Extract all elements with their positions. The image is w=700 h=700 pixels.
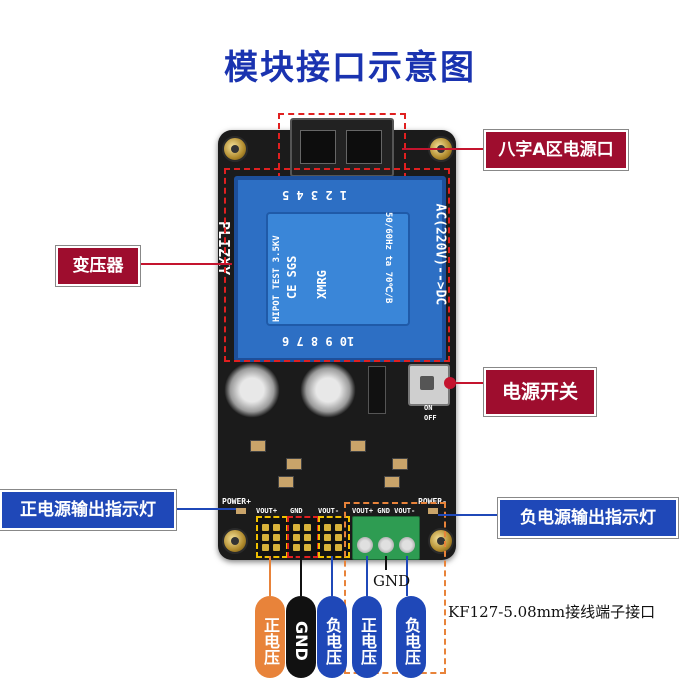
rectifier: [368, 366, 386, 414]
header-vout-pos-label: VOUT+: [256, 507, 278, 515]
mount-screw-bottom-right: [428, 528, 454, 554]
smd-chip: [384, 476, 400, 488]
terminal-label-positive: 正电压: [352, 596, 382, 678]
screw-terminal-block: [352, 516, 420, 560]
callout-power-port: 八字A区电源口: [484, 130, 628, 170]
smd-chip: [392, 458, 408, 470]
terminal-label-negative: 负电压: [396, 596, 426, 678]
switch-on-label: ON: [424, 404, 433, 412]
terminal-type-label: KF127-5.08mm接线端子接口: [448, 603, 656, 621]
callout-pos-indicator: 正电源输出指示灯: [0, 490, 176, 530]
mount-screw-top-left: [222, 136, 248, 162]
terminal-highlight: [344, 502, 446, 674]
header-pins-positive: [256, 516, 288, 558]
header-pins-gnd: [287, 516, 319, 558]
power-minus-label: POWER-: [418, 497, 447, 506]
page-title: 模块接口示意图: [224, 48, 476, 88]
pos-indicator-led: [236, 508, 246, 514]
callout-power-switch: 电源开关: [484, 368, 596, 416]
callout-transformer: 变压器: [56, 246, 140, 286]
mount-screw-bottom-left: [222, 528, 248, 554]
capacitor-left: [224, 362, 280, 418]
connector-slot-left: [300, 130, 336, 164]
capacitor-right: [300, 362, 356, 418]
smd-chip: [278, 476, 294, 488]
smd-chip: [286, 458, 302, 470]
pin-label-positive: 正电压: [255, 596, 285, 678]
terminal-pin-labels: VOUT+ GND VOUT-: [352, 507, 416, 515]
smd-chip: [250, 440, 266, 452]
switch-off-label: OFF: [424, 414, 437, 422]
smd-chip: [350, 440, 366, 452]
connector-slot-right: [346, 130, 382, 164]
power-connector: [290, 118, 394, 177]
header-gnd-label: GND: [290, 507, 303, 515]
header-vout-neg-label: VOUT-: [318, 507, 340, 515]
pin-label-negative: 负电压: [317, 596, 347, 678]
pin-label-gnd: GND: [286, 596, 316, 678]
neg-indicator-led: [428, 508, 438, 514]
transformer-label-plate: [266, 212, 410, 326]
transformer-highlight: [224, 168, 450, 362]
terminal-gnd-label: GND: [373, 572, 411, 590]
power-plus-label: POWER+: [222, 497, 251, 506]
callout-neg-indicator: 负电源输出指示灯: [498, 498, 678, 538]
